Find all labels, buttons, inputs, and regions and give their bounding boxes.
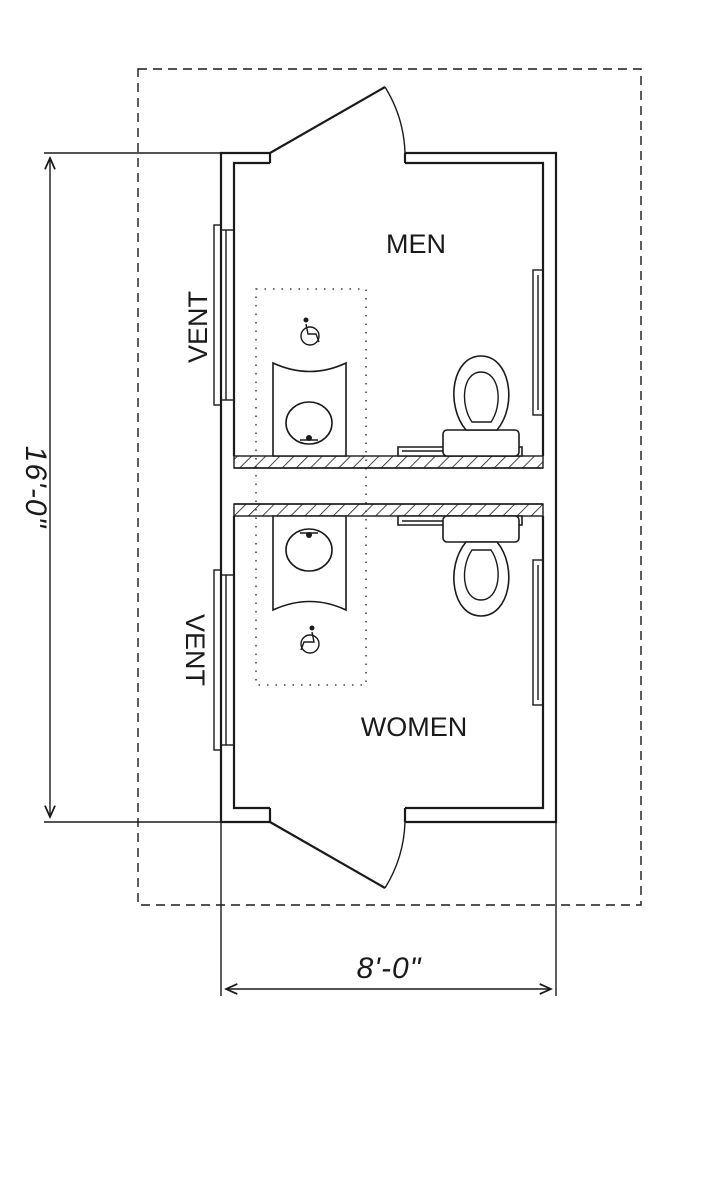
women-door	[269, 821, 406, 889]
men-door	[269, 86, 406, 154]
door-swing-icon	[384, 821, 406, 889]
accessible-clearance-zone	[255, 288, 367, 686]
partition-wall-lower	[233, 503, 544, 517]
vent-upper	[213, 224, 235, 406]
vent-label-lower: VENT	[180, 614, 210, 686]
window-men	[532, 269, 544, 416]
width-dimension: 8'-0"	[220, 822, 557, 996]
women-door-leaf	[269, 821, 386, 889]
sink-icon	[285, 401, 333, 445]
room-label-women: WOMEN	[361, 712, 467, 742]
door-jambs	[268, 153, 407, 822]
width-dimension-label: 8'-0"	[357, 952, 422, 985]
women-sink	[272, 515, 347, 612]
men-sink	[272, 361, 347, 457]
accessible-wheelchair-icon	[300, 317, 320, 346]
length-dimension-label: 16'-0"	[19, 446, 52, 529]
men-toilet	[397, 355, 523, 457]
women-toilet	[397, 515, 523, 617]
center-partition	[233, 455, 544, 517]
building-inner-wall	[232, 161, 545, 810]
footprint-outline	[137, 68, 642, 906]
window-women	[532, 559, 544, 706]
door-swing-icon	[384, 86, 406, 154]
toilet-icon	[442, 515, 520, 543]
room-label-men: MEN	[386, 229, 446, 259]
vent-lower	[213, 569, 235, 751]
toilet-icon	[442, 429, 520, 457]
building-outer-wall	[219, 151, 558, 824]
length-dimension: 16'-0"	[19, 152, 221, 823]
partition-wall-upper	[233, 455, 544, 469]
accessible-wheelchair-icon	[300, 625, 320, 654]
men-door-leaf	[269, 86, 386, 154]
vent-label-upper: VENT	[183, 291, 213, 363]
sink-icon	[285, 528, 333, 572]
